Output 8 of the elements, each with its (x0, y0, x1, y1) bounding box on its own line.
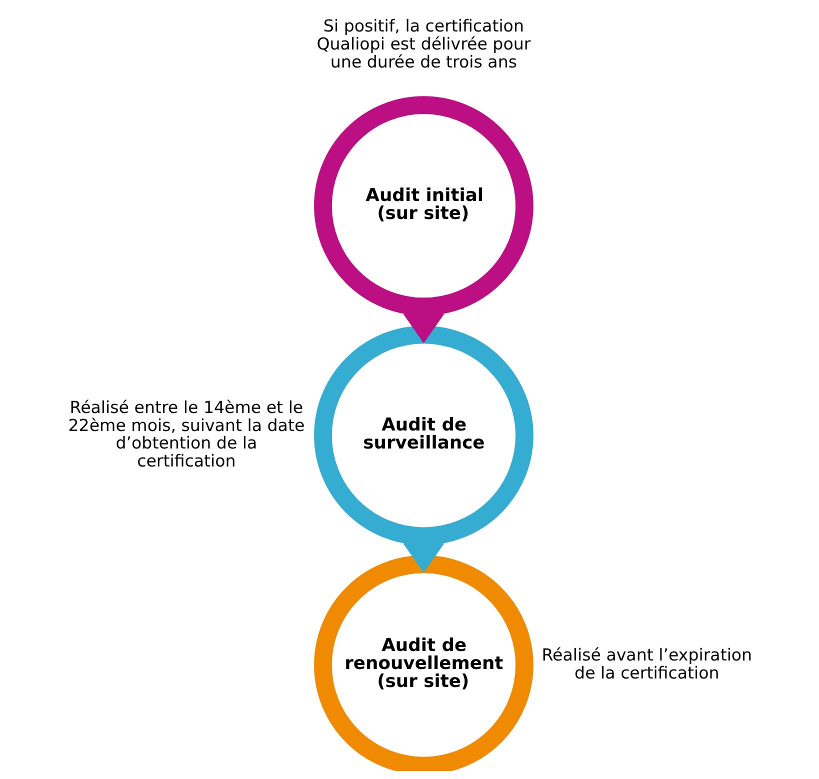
node-label: Si positif, la certification Qualiopi est délivrée pour une durée de trois ans (316, 16, 530, 72)
arrow (402, 544, 444, 573)
node-label: Réalisé entre le 14ème et le 22ème mois, suivant la date d’obtention de la certification (68, 398, 304, 471)
node-circle: Audit de surveillance (314, 326, 533, 546)
node-circle: Audit de renouvellement (sur site) (314, 555, 533, 771)
node-circle: Audit initial (sur site) (314, 96, 533, 316)
arrow (402, 314, 444, 344)
node-label: Réalisé avant l’expiration de la certification (541, 645, 752, 682)
